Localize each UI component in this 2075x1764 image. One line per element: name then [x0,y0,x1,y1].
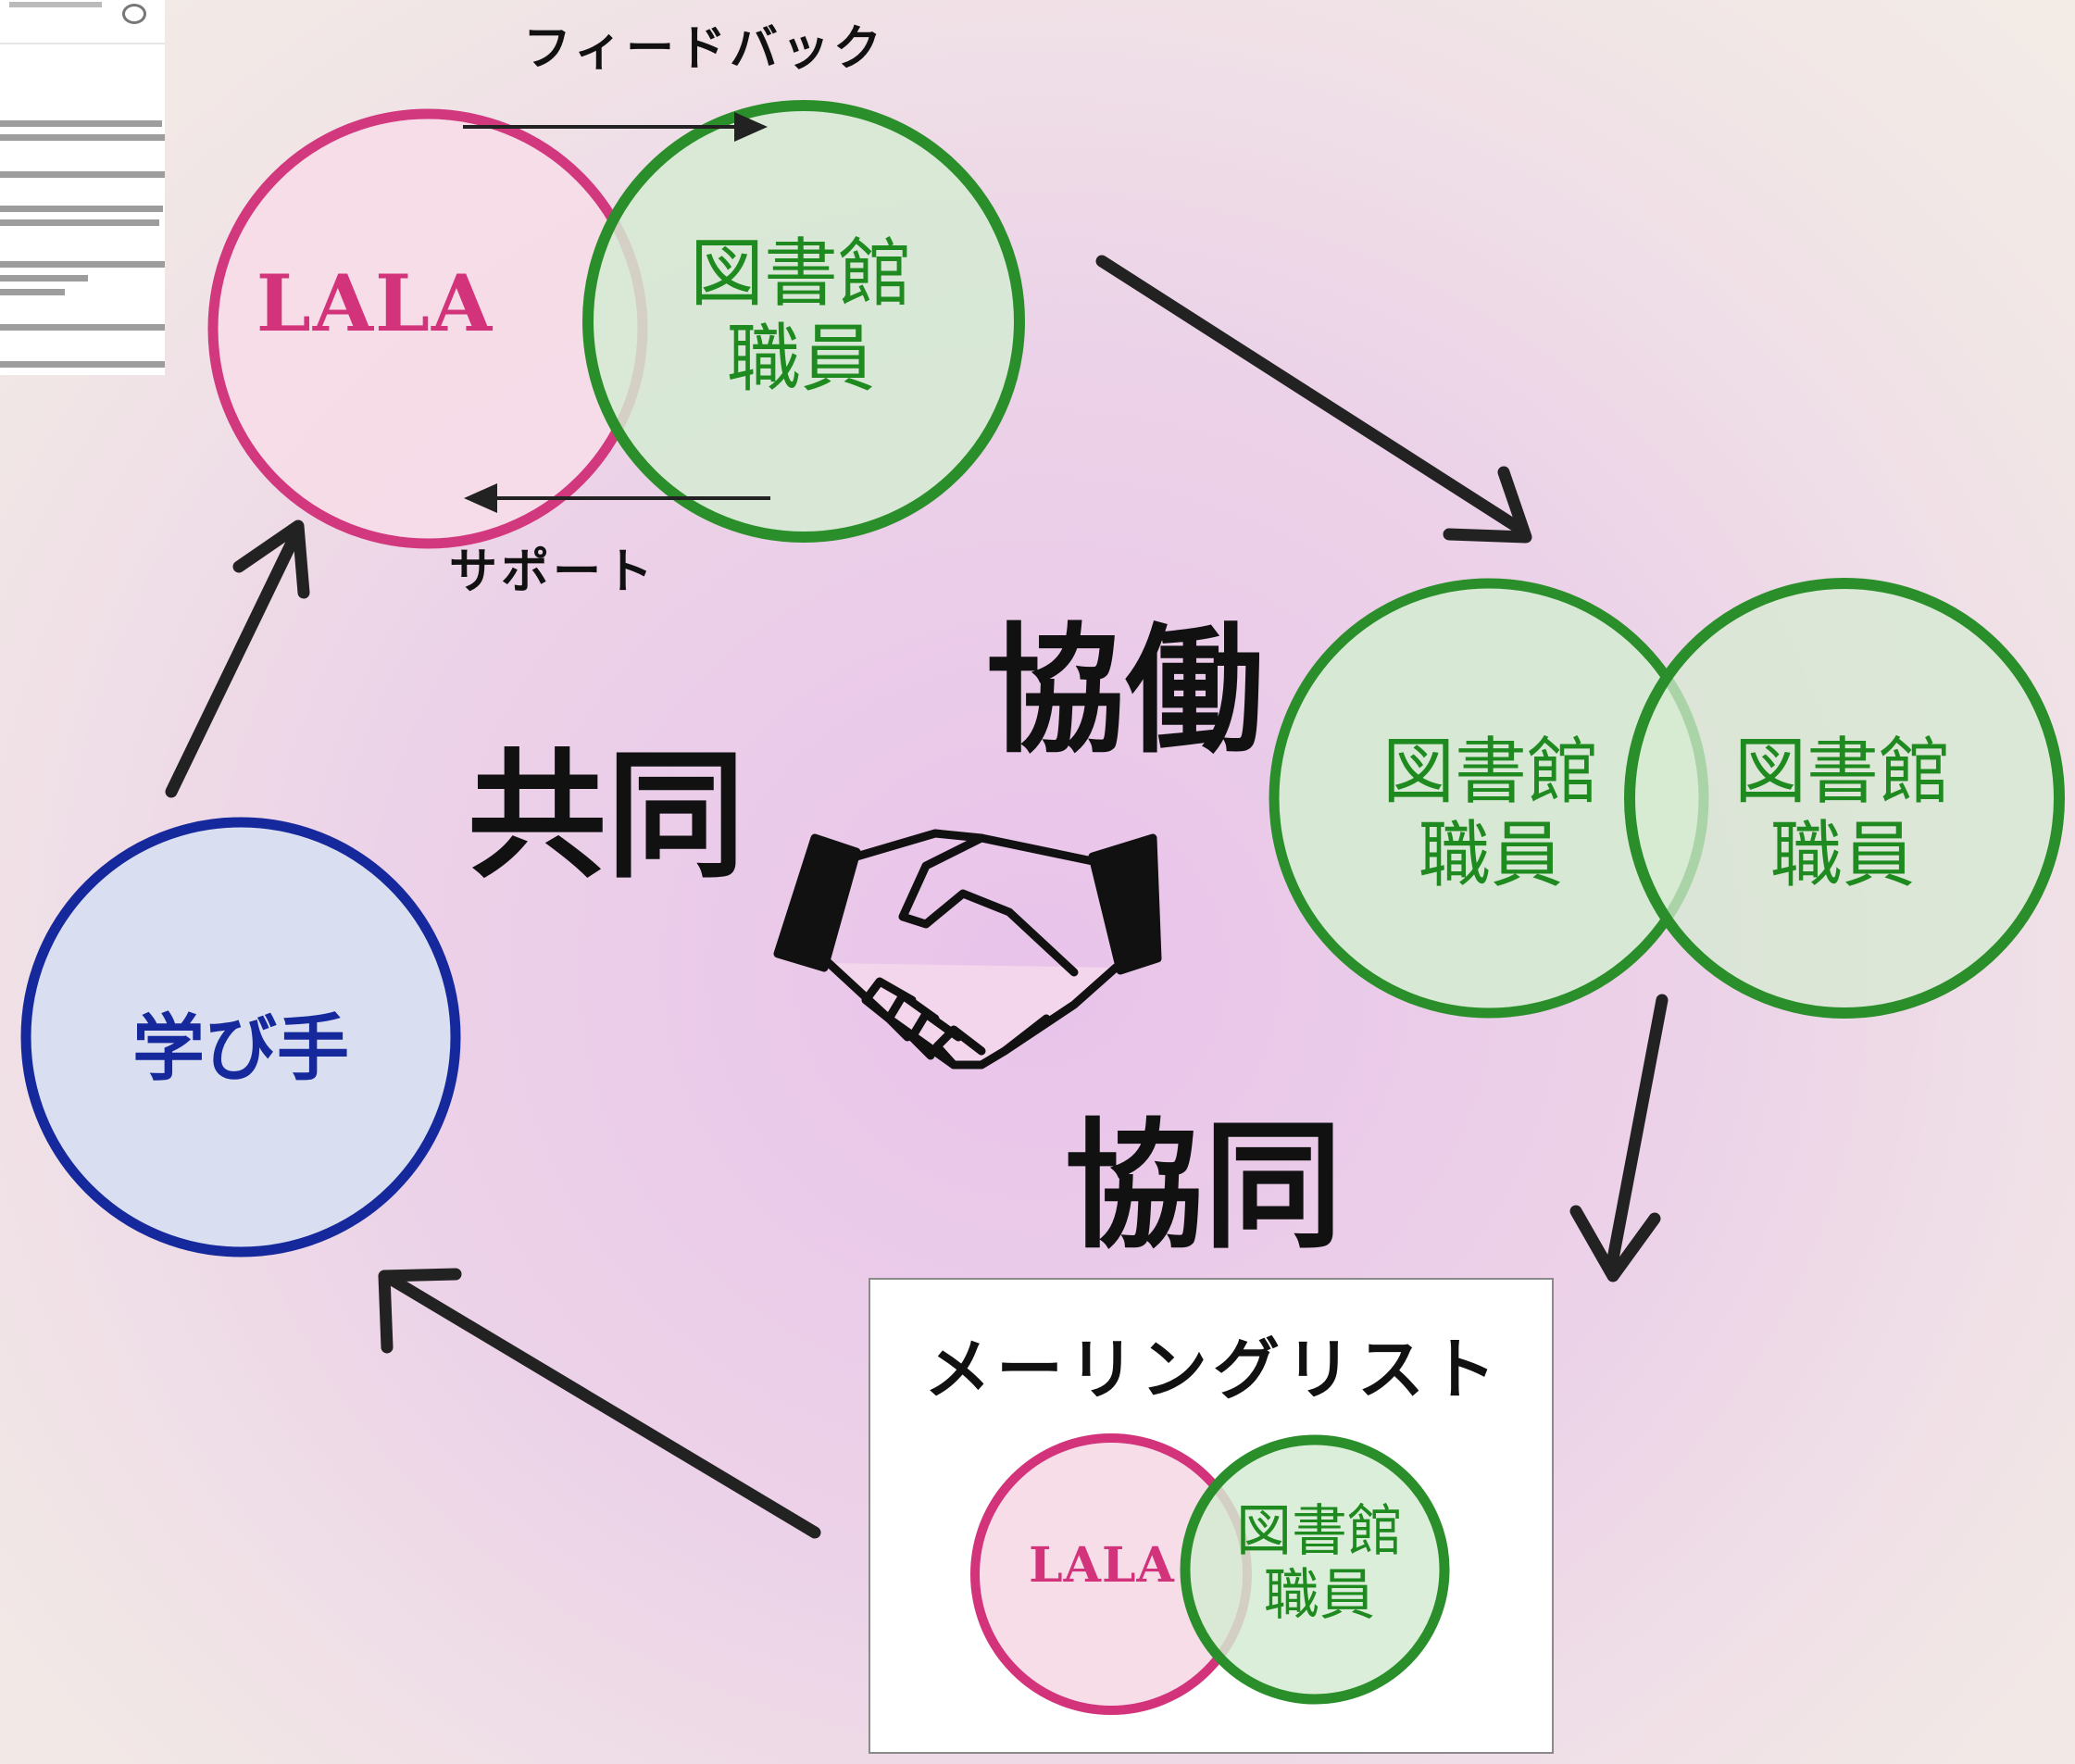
arrow-to-staff-pair [1095,255,1525,534]
concept-kyodo-cooperation: 協同 [1065,1107,1344,1268]
concept-kyodo-collaboration: 協働 [986,611,1265,772]
staff-circle-right [1624,578,2065,1019]
staff-label-line1: 図書館 [1381,731,1599,814]
arrow-to-mailing-list [1605,994,1669,1275]
ml-staff-label-line1: 図書館 [1236,1499,1403,1564]
staff-label-left: 図書館 職員 [1343,731,1639,897]
ml-staff-label: 図書館 職員 [1204,1500,1435,1628]
ml-staff-label-line2: 職員 [1264,1563,1375,1628]
avatar [122,4,146,24]
staff-label-line2: 職員 [1418,813,1563,897]
staff-label-line1: 図書館 [1733,731,1951,814]
cycle-arrows [165,255,1669,1539]
ml-staff-circle [1180,1434,1450,1705]
arrow-to-learner [382,1271,821,1539]
staff-circle [582,100,1025,543]
staff-label-line2: 職員 [1769,813,1915,897]
learner-circle [20,817,461,1257]
ml-lala-label: LALA [1029,1537,1175,1594]
staff-label-line2: 職員 [727,316,875,402]
learner-label: 学び手 [131,1007,349,1091]
staff-label-line1: 図書館 [690,231,912,317]
document-thumbnail [0,0,165,375]
mailing-list-title: メーリングリスト [923,1331,1502,1408]
staff-label-right: 図書館 職員 [1694,731,1991,897]
lala-label: LALA [256,257,494,349]
staff-label: 図書館 職員 [648,231,954,402]
arrow-to-lala [165,531,301,798]
concept-kyodo-joint: 共同 [468,736,746,897]
handshake-icon [773,829,1162,1070]
support-label: サポート [449,544,657,600]
feedback-label: フィードバック [523,21,885,77]
